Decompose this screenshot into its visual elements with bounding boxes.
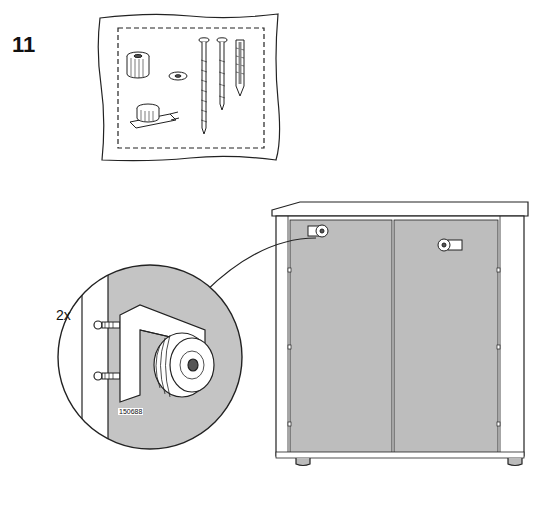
cabinet (272, 202, 528, 466)
detail-magnifier (58, 250, 268, 470)
quantity-label: 2x (56, 308, 71, 322)
step-number: 11 (12, 34, 35, 56)
part-number: 150688 (118, 408, 143, 415)
hardware-parts (127, 38, 244, 134)
leader-curve (205, 238, 316, 292)
hardware-bag (98, 14, 279, 161)
